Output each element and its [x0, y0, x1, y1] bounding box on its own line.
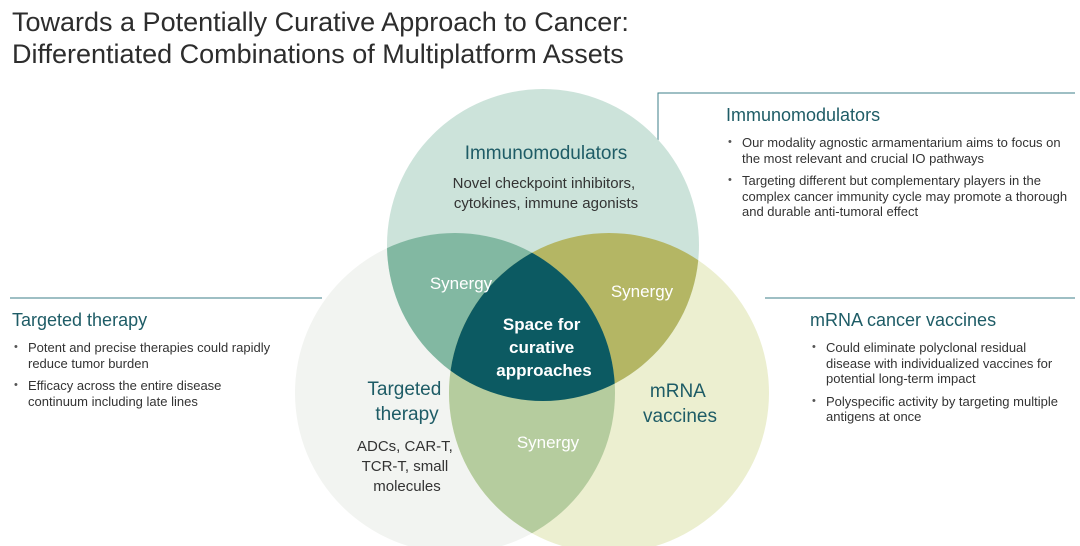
synergy-bottom-label: Synergy — [517, 433, 580, 452]
targeted-circle-title-line: therapy — [375, 404, 439, 425]
bullet-item: Our modality agnostic armamentarium aims… — [726, 135, 1074, 166]
immuno-circle-desc-line: cytokines, immune agonists — [454, 195, 638, 212]
mrna-circle-title: mRNA vaccines — [643, 381, 717, 427]
bullet-item: Targeting different but complementary pl… — [726, 173, 1074, 220]
synergy-right-label: Synergy — [611, 282, 674, 301]
mrna-circle-title-line: mRNA — [650, 381, 706, 402]
synergy-left-label: Synergy — [430, 274, 493, 293]
center-label-line: Space for — [503, 315, 581, 334]
targeted-circle-desc-line: ADCs, CAR-T, — [357, 438, 453, 455]
immuno-panel: Immunomodulators Our modality agnostic a… — [726, 105, 1074, 227]
targeted-circle-desc-line: TCR-T, small — [362, 458, 449, 475]
mrna-panel-bullets: Could eliminate polyclonal residual dise… — [810, 340, 1072, 425]
immuno-circle-title: Immunomodulators — [465, 143, 628, 164]
targeted-circle-title-line: Targeted — [367, 379, 441, 400]
mrna-circle-title-line: vaccines — [643, 406, 717, 427]
center-label-line: approaches — [496, 361, 591, 380]
bullet-item: Efficacy across the entire disease conti… — [12, 378, 282, 409]
immuno-circle-desc-line: Novel checkpoint inhibitors, — [453, 175, 636, 192]
bullet-item: Could eliminate polyclonal residual dise… — [810, 340, 1072, 387]
title-line-1: Towards a Potentially Curative Approach … — [12, 7, 629, 37]
mrna-panel: mRNA cancer vaccines Could eliminate pol… — [810, 310, 1072, 432]
immuno-panel-title: Immunomodulators — [726, 105, 881, 125]
immuno-panel-bullets: Our modality agnostic armamentarium aims… — [726, 135, 1074, 220]
center-label-line: curative — [509, 338, 574, 357]
targeted-circle-desc: ADCs, CAR-T, TCR-T, small molecules — [357, 438, 457, 495]
bullet-item: Potent and precise therapies could rapid… — [12, 340, 282, 371]
page-title: Towards a Potentially Curative Approach … — [12, 6, 629, 70]
targeted-panel-title: Targeted therapy — [12, 310, 148, 330]
mrna-panel-title: mRNA cancer vaccines — [810, 310, 997, 330]
targeted-panel-bullets: Potent and precise therapies could rapid… — [12, 340, 282, 409]
bullet-item: Polyspecific activity by targeting multi… — [810, 394, 1072, 425]
targeted-panel: Targeted therapy Potent and precise ther… — [12, 310, 282, 416]
targeted-circle-desc-line: molecules — [373, 478, 441, 495]
center-label: Space for curative approaches — [496, 315, 591, 380]
immuno-circle-desc: Novel checkpoint inhibitors, cytokines, … — [453, 175, 640, 212]
title-line-2: Differentiated Combinations of Multiplat… — [12, 39, 624, 69]
immuno-connector-line — [657, 92, 1075, 141]
targeted-circle-title: Targeted therapy — [367, 379, 446, 425]
